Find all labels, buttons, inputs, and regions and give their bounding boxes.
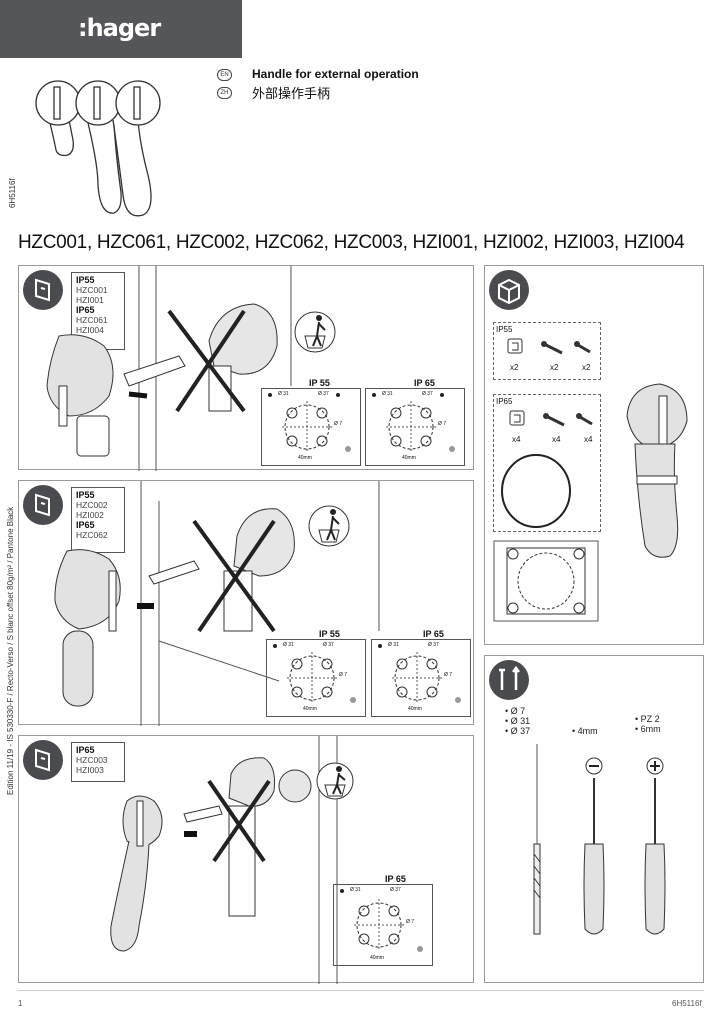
qty-label: x4 [512, 435, 521, 444]
width-label: 40mm [298, 455, 312, 461]
title-en: Handle for external operation [252, 67, 419, 81]
code-item: HZC002 [76, 500, 108, 510]
pz-item: • PZ 2 [635, 714, 660, 724]
d7-label: Ø 7 [334, 421, 343, 427]
assembly-drawing [110, 736, 354, 984]
d37-label: Ø 37 [390, 887, 401, 893]
brand-logo: :hager [78, 14, 161, 42]
drill-template-ip65: Ø 31 Ø 37 Ø 7 40mm [365, 388, 465, 466]
ip-code-box: IP55 HZC002 HZI002 IP65 HZC062 [71, 487, 125, 553]
width-label: 40mm [370, 955, 384, 961]
handles-illustration [35, 80, 161, 217]
d37-label: Ø 37 [323, 642, 334, 648]
qty-label: x2 [582, 363, 591, 372]
ip-code-box: IP65 HZC003 HZI003 [71, 742, 125, 782]
d7-label: Ø 7 [406, 919, 415, 925]
drill-template-ip55: Ø 31 Ø 37 Ø 7 40mm [261, 388, 361, 466]
drill-size-item: • Ø 7 [505, 706, 526, 716]
d31-label: Ø 31 [350, 887, 361, 893]
assembly-drawing [46, 266, 336, 471]
kit-panel: IP55 x2 x2 x2 IP65 x4 x4 x4 [484, 265, 704, 645]
edition-text: Edition 11/19 - IS 530330-F / Recto-Vers… [6, 506, 15, 795]
drill-size-item: • Ø 37 [505, 726, 531, 736]
d31-label: Ø 31 [388, 642, 399, 648]
d37-label: Ø 37 [422, 391, 433, 397]
lang-badge-en: EN [217, 69, 232, 81]
code-item: HZC001 [76, 285, 108, 295]
width-label: 40mm [402, 455, 416, 461]
width-label: 40mm [408, 706, 422, 712]
footer-code: 6H5116f [672, 999, 702, 1008]
kit-ip65-label: IP65 [496, 397, 513, 406]
code-item: HZC062 [76, 530, 108, 540]
drill-ip65-title: IP 65 [385, 874, 406, 884]
kit-ip55-box: IP55 x2 x2 x2 [493, 322, 601, 380]
d31-label: Ø 31 [283, 642, 294, 648]
code-item: HZI002 [76, 510, 104, 520]
flat-size: • 4mm [572, 726, 598, 736]
brand-bar [0, 0, 242, 58]
qty-label: x4 [584, 435, 593, 444]
drill-template-ip65: Ø 31 Ø 37 Ø 7 40mm [371, 639, 471, 717]
lang-badge-zh: ZH [217, 87, 232, 99]
drill-ip55-title: IP 55 [319, 629, 340, 639]
footer-divider [18, 990, 704, 991]
pz-item: • 6mm [635, 724, 661, 734]
panel-ip55-65-a: IP55 HZC001 HZI001 IP65 HZC061 HZI004 IP… [18, 265, 474, 471]
d31-label: Ø 31 [278, 391, 289, 397]
gasket-plate [493, 540, 599, 622]
ip65-label: IP65 [76, 520, 95, 530]
drill-template-ip65: Ø 31 Ø 37 Ø 7 40mm [333, 884, 433, 966]
drill-template-ip55: Ø 31 Ø 37 Ø 7 40mm [266, 639, 366, 717]
handle-drawing [626, 383, 688, 558]
d37-label: Ø 37 [428, 642, 439, 648]
box-icon [489, 270, 529, 310]
width-label: 40mm [303, 706, 317, 712]
drill-ip65-title: IP 65 [423, 629, 444, 639]
product-title: HZC001, HZC061, HZC002, HZC062, HZC003, … [18, 232, 685, 253]
code-item: HZC061 [76, 315, 108, 325]
drill-ip55-title: IP 55 [309, 378, 330, 388]
qty-label: x4 [552, 435, 561, 444]
tools-icon [489, 660, 529, 700]
assembly-drawing [54, 481, 380, 726]
code-item: HZI003 [76, 765, 104, 775]
panel-ip55-65-b: IP55 HZC002 HZI002 IP65 HZC062 IP 55 IP … [18, 480, 474, 726]
drill-size-list: • Ø 7 • Ø 31 • Ø 37 [505, 706, 530, 736]
tools-panel: • Ø 7 • Ø 31 • Ø 37 • 4mm • PZ 2 • 6mm [484, 655, 704, 983]
ip55-label: IP55 [76, 490, 95, 500]
ip65-label: IP65 [76, 305, 95, 315]
d7-label: Ø 7 [444, 672, 453, 678]
ip55-label: IP55 [76, 275, 95, 285]
tools-drawing [533, 744, 666, 935]
drill-ip65-title: IP 65 [414, 378, 435, 388]
drill-size-item: • Ø 31 [505, 716, 531, 726]
pz-list: • PZ 2 • 6mm [635, 714, 661, 734]
d7-label: Ø 7 [438, 421, 447, 427]
title-zh: 外部操作手柄 [252, 87, 331, 102]
mounting-icon [23, 485, 63, 525]
code-item: HZC003 [76, 755, 108, 765]
ip65-label: IP65 [76, 745, 95, 755]
side-doc-code: 6H5116f [8, 178, 17, 208]
d37-label: Ø 37 [318, 391, 329, 397]
kit-ip65-box: IP65 x4 x4 x4 [493, 394, 601, 532]
mounting-icon [23, 740, 63, 780]
d7-label: Ø 7 [339, 672, 348, 678]
code-item: HZI001 [76, 295, 104, 305]
qty-label: x2 [510, 363, 519, 372]
qty-label: x2 [550, 363, 559, 372]
panel-ip65: IP65 HZC003 HZI003 IP 65 Ø 31 Ø 37 Ø 7 4… [18, 735, 474, 984]
code-item: HZI004 [76, 325, 104, 335]
d31-label: Ø 31 [382, 391, 393, 397]
kit-ip55-label: IP55 [496, 325, 513, 334]
mounting-icon [23, 270, 63, 310]
page-number: 1 [18, 999, 23, 1008]
